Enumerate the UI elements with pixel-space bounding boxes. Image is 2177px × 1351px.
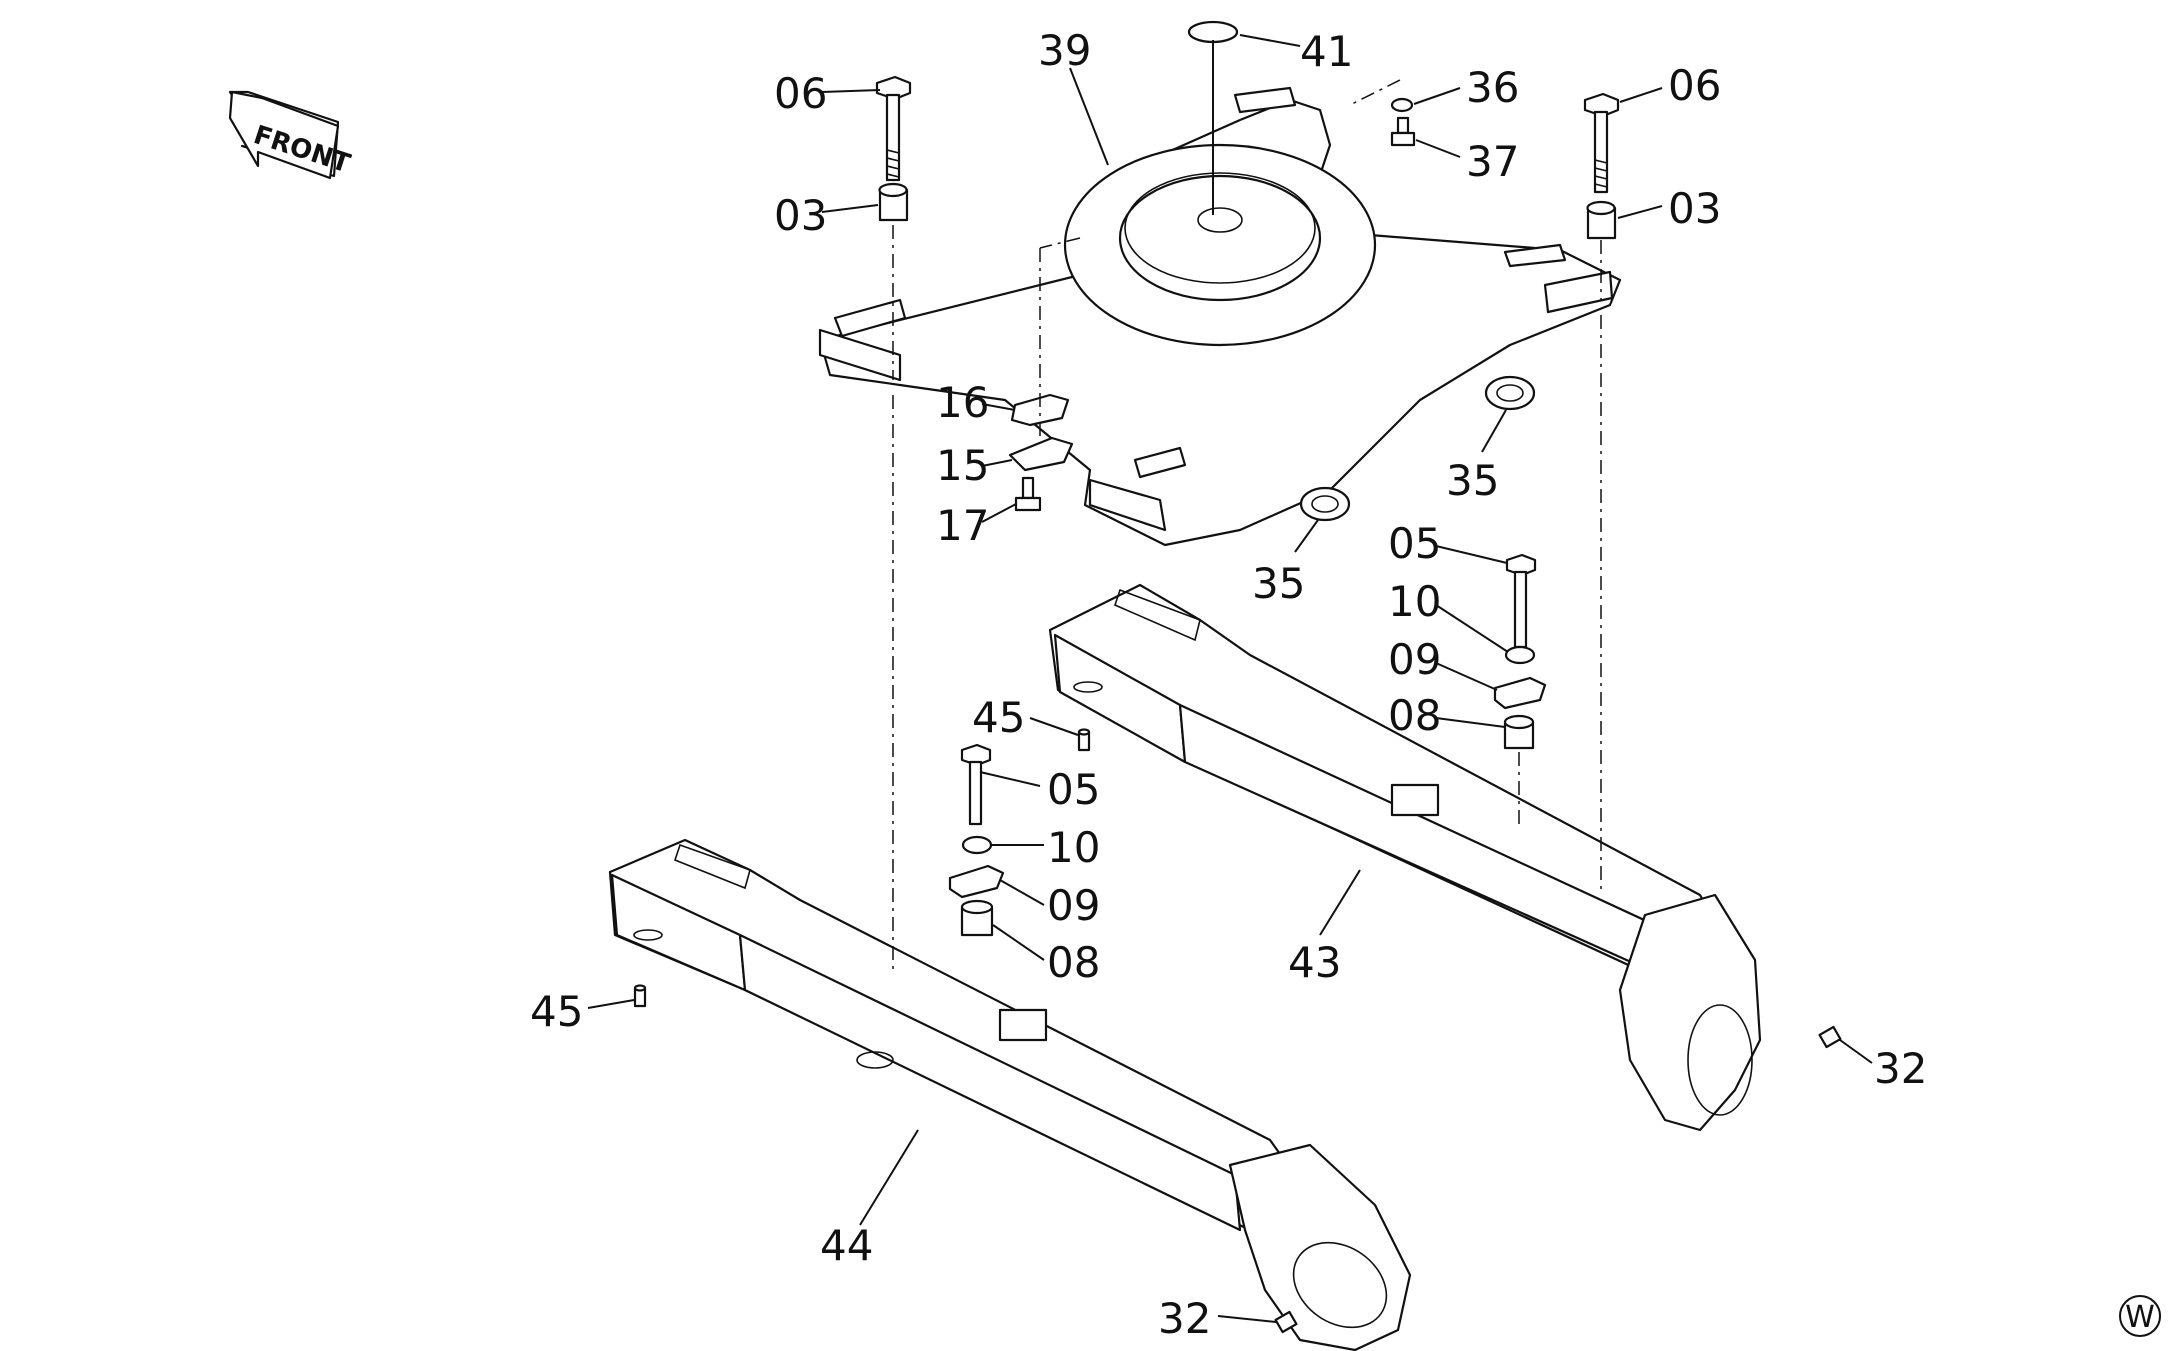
leader-lines <box>587 34 1873 1323</box>
callout-35-center: 35 <box>1252 559 1305 608</box>
callout-labels: 06 03 39 41 36 37 06 03 16 15 17 35 35 0… <box>530 26 1927 1343</box>
callout-44: 44 <box>820 1221 873 1270</box>
callout-08-right: 08 <box>1388 691 1441 740</box>
callout-09-right: 09 <box>1388 635 1441 684</box>
callout-41: 41 <box>1300 27 1353 76</box>
callout-06-left: 06 <box>774 69 827 118</box>
part-35-block-right <box>1484 375 1536 411</box>
callout-45-lower: 45 <box>530 987 583 1036</box>
part-36-washer <box>1390 97 1414 113</box>
bolt-06-right <box>1583 92 1620 194</box>
spacer-08-right <box>1503 714 1535 750</box>
bolt-05-left <box>960 743 992 826</box>
corner-mark-w: W <box>2119 1295 2161 1337</box>
spacer-08-left <box>960 899 994 937</box>
part-35-block-center <box>1299 486 1351 522</box>
callout-35-right: 35 <box>1446 456 1499 505</box>
bolt-05-right <box>1505 553 1537 649</box>
washer-09-right <box>1493 676 1547 710</box>
side-frame-left-part-44 <box>608 838 1412 1351</box>
part-17-bolt <box>1014 476 1042 512</box>
callout-32-bottom: 32 <box>1158 1294 1211 1343</box>
washer-10-left <box>961 835 993 855</box>
callout-05-right: 05 <box>1388 519 1441 568</box>
front-arrow-indicator: FRONT <box>228 90 354 179</box>
washer-10-right <box>1504 645 1536 665</box>
callout-17: 17 <box>936 501 989 550</box>
washer-03-right <box>1586 200 1617 240</box>
side-frame-right-part-43 <box>1048 583 1762 1132</box>
callout-43: 43 <box>1288 938 1341 987</box>
callout-05-left: 05 <box>1047 765 1100 814</box>
assembly-center-lines <box>892 79 1602 975</box>
upper-frame-part-39 <box>818 86 1622 547</box>
pin-45-upper <box>1077 728 1091 752</box>
callout-37: 37 <box>1466 137 1519 186</box>
part-37-bolt <box>1390 116 1416 147</box>
plug-32-right <box>1818 1025 1842 1049</box>
bolt-06-left <box>875 75 912 182</box>
plug-32-bottom <box>1274 1310 1298 1334</box>
callout-39: 39 <box>1038 26 1091 75</box>
callout-15: 15 <box>936 441 989 490</box>
part-16-plate <box>1010 393 1070 427</box>
callout-08-left: 08 <box>1047 938 1100 987</box>
callout-10-left: 10 <box>1047 823 1100 872</box>
callout-03-left: 03 <box>774 191 827 240</box>
callout-09-left: 09 <box>1047 881 1100 930</box>
callout-36: 36 <box>1466 63 1519 112</box>
washer-09-left <box>948 864 1005 899</box>
washer-03-left <box>878 182 909 222</box>
callout-45-upper: 45 <box>972 693 1025 742</box>
callout-03-right: 03 <box>1668 184 1721 233</box>
corner-mark-label: W <box>2125 1300 2155 1335</box>
callout-06-right: 06 <box>1668 61 1721 110</box>
part-41-cap <box>1187 20 1239 44</box>
part-15-plate <box>1008 436 1074 472</box>
pin-45-lower <box>633 984 647 1008</box>
callout-16: 16 <box>936 378 989 427</box>
callout-32-right: 32 <box>1874 1044 1927 1093</box>
callout-10-right: 10 <box>1388 577 1441 626</box>
